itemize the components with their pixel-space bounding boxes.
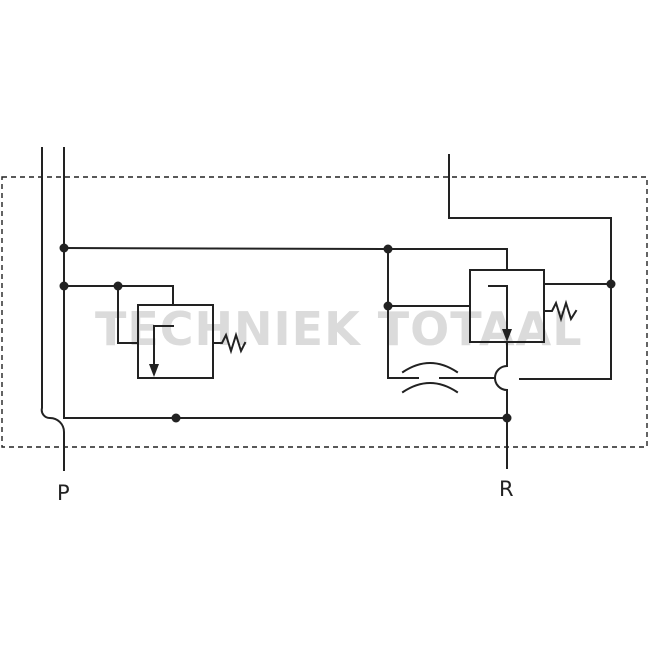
spring-icon [212, 331, 247, 355]
right-valve-outlet [494, 341, 508, 419]
main-line-top [62, 246, 508, 271]
left-valve-feed [63, 285, 139, 344]
junction-dot [606, 279, 616, 289]
left-valve-flow-path [153, 325, 174, 371]
spring-icon [543, 299, 578, 323]
arrow-down-icon [502, 329, 512, 342]
junction-dot [171, 413, 181, 423]
pressure-relief-valve-left [137, 304, 214, 379]
junction-dot [383, 244, 393, 254]
right-valve-flow-path [488, 285, 508, 336]
junction-dot [502, 413, 512, 423]
arrow-down-icon [149, 364, 159, 377]
junction-dot [113, 281, 123, 291]
valve-block-outline [1, 176, 648, 448]
junction-dot [383, 301, 393, 311]
right-branch-line [387, 248, 419, 379]
port-label-r: R [499, 477, 514, 501]
throttle-upper-arc [401, 362, 459, 374]
left-bypass-line [40, 147, 65, 471]
right-pilot-line [448, 154, 612, 380]
throttle-lower-arc [401, 382, 459, 394]
junction-dot [59, 281, 69, 291]
port-label-p: P [57, 481, 70, 505]
junction-dot [59, 243, 69, 253]
left-valve-pilot [117, 285, 174, 306]
watermark-text: TECHNIEK TOTAAL [95, 302, 583, 356]
